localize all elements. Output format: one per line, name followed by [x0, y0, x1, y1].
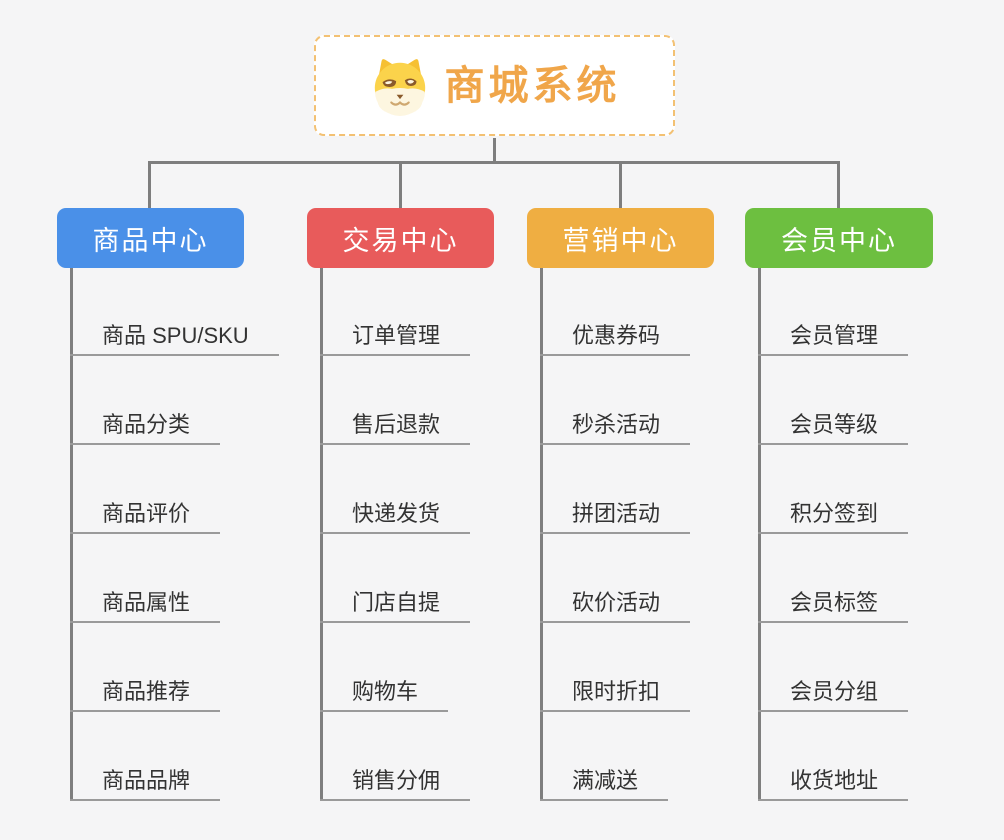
leaf-node[interactable]: 售后退款	[320, 412, 471, 445]
leaf-node[interactable]: 商品评价	[70, 501, 221, 534]
leaf-node[interactable]: 会员分组	[758, 679, 909, 712]
leaf-node[interactable]: 商品属性	[70, 590, 221, 623]
leaf-node[interactable]: 收货地址	[758, 768, 909, 801]
leaf-node[interactable]: 订单管理	[320, 323, 471, 356]
shiba-dog-icon	[374, 58, 425, 116]
connector-line	[148, 161, 840, 164]
branch-spine-line	[758, 268, 761, 801]
connector-line	[399, 163, 402, 208]
leaf-node[interactable]: 限时折扣	[540, 679, 691, 712]
connector-line	[837, 163, 840, 208]
branch-node-trade-center[interactable]: 交易中心	[307, 208, 494, 268]
leaf-node[interactable]: 商品 SPU/SKU	[70, 323, 279, 356]
connector-line	[148, 163, 151, 208]
leaf-node[interactable]: 会员等级	[758, 412, 909, 445]
leaf-node[interactable]: 门店自提	[320, 590, 471, 623]
leaf-node[interactable]: 满减送	[540, 768, 669, 801]
leaf-node[interactable]: 销售分佣	[320, 768, 471, 801]
root-node-title: 商城系统	[444, 63, 621, 108]
leaf-node[interactable]: 积分签到	[758, 501, 909, 534]
leaf-node[interactable]: 快递发货	[320, 501, 471, 534]
leaf-node[interactable]: 商品推荐	[70, 679, 221, 712]
branch-label: 会员中心	[781, 225, 897, 256]
branch-label: 营销中心	[562, 225, 679, 256]
leaf-node[interactable]: 购物车	[320, 679, 449, 712]
branch-node-product-center[interactable]: 商品中心	[57, 208, 244, 268]
branch-spine-line	[540, 268, 543, 801]
leaf-node[interactable]: 砍价活动	[540, 590, 691, 623]
branch-label: 交易中心	[342, 225, 459, 256]
leaf-node[interactable]: 会员管理	[758, 323, 909, 356]
branch-spine-line	[320, 268, 323, 801]
leaf-node[interactable]: 优惠券码	[540, 323, 691, 356]
root-node[interactable]: 商城系统	[314, 35, 675, 136]
leaf-node[interactable]: 秒杀活动	[540, 412, 691, 445]
branch-node-marketing-center[interactable]: 营销中心	[527, 208, 714, 268]
connector-line	[619, 163, 622, 208]
leaf-node[interactable]: 拼团活动	[540, 501, 691, 534]
leaf-node[interactable]: 商品分类	[70, 412, 221, 445]
branch-spine-line	[70, 268, 73, 801]
leaf-node[interactable]: 会员标签	[758, 590, 909, 623]
connector-line	[493, 138, 496, 164]
leaf-node[interactable]: 商品品牌	[70, 768, 221, 801]
branch-node-member-center[interactable]: 会员中心	[745, 208, 933, 268]
branch-label: 商品中心	[92, 225, 209, 256]
